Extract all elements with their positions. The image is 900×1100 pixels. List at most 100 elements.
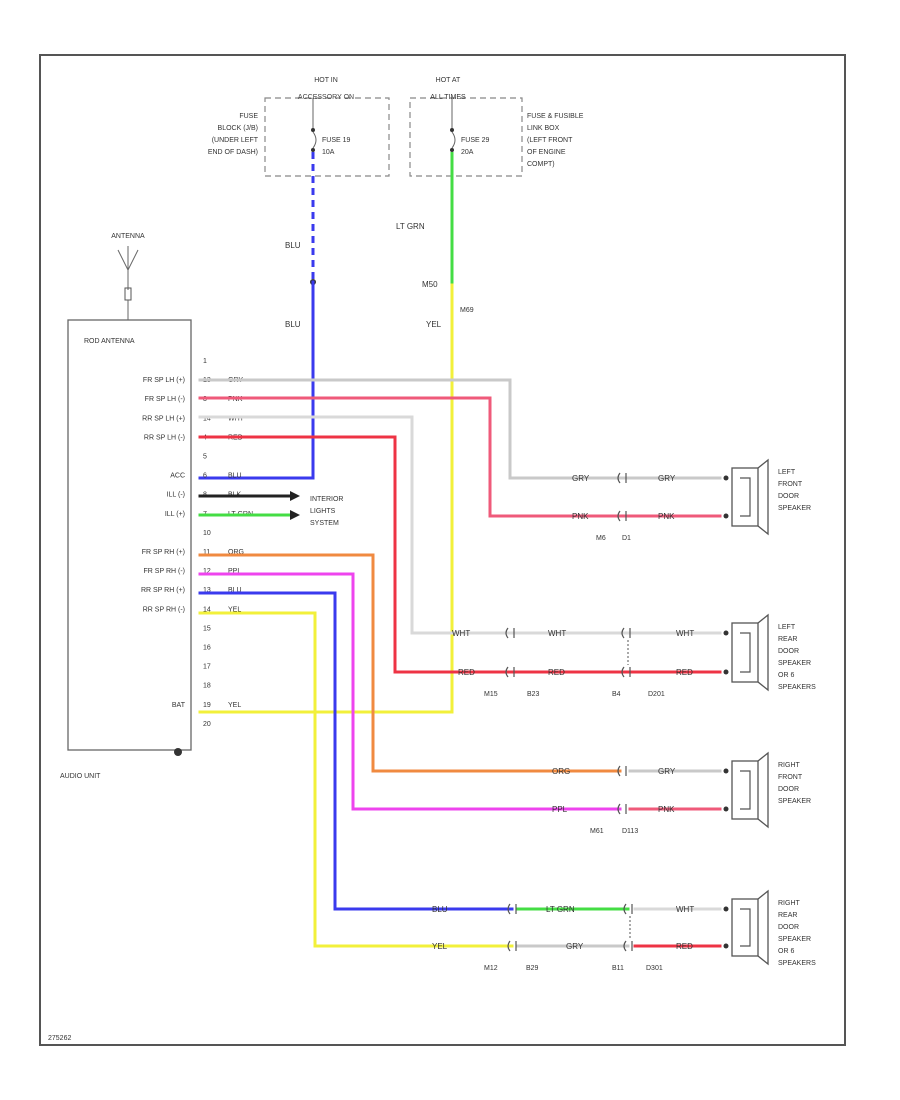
wire-gry-lf (198, 378, 722, 480)
conn-m12: M12 (484, 965, 498, 972)
connector-icon (623, 940, 627, 952)
speaker-coil-icon (740, 908, 751, 947)
pin-number: 18 (203, 683, 211, 690)
speaker-icon (731, 622, 759, 683)
audio-unit-box (67, 319, 192, 751)
speaker-name-line: SPEAKER (778, 798, 811, 805)
speaker-icon (731, 898, 759, 957)
fuse-location-right-3: (LEFT FRONT (527, 137, 573, 144)
pin-name: RR SP LH (+) (142, 415, 185, 422)
speaker-terminal (723, 943, 729, 949)
connector-icon (623, 903, 627, 915)
connector-icon (617, 803, 621, 815)
fuse-name-left: FUSE 19 (322, 137, 351, 144)
speaker-icon (731, 760, 759, 820)
pin-number: 16 (203, 645, 211, 652)
rr-wire2-label: YEL (432, 942, 448, 951)
pin-number: 3 (203, 396, 207, 403)
wire-wht-lr (198, 415, 722, 635)
pin-wire-color: YEL (228, 702, 241, 709)
pin-name: RR SP RH (-) (143, 606, 185, 613)
connector-icon (617, 472, 621, 484)
speaker-name-line: DOOR (778, 786, 799, 793)
wire-blu-rr (198, 591, 514, 911)
speaker-name-line: REAR (778, 636, 797, 643)
wire-label-lt-grn: LT GRN (396, 222, 425, 231)
pin-wire-color: YEL (228, 606, 241, 613)
speaker-cone-icon (757, 751, 769, 829)
speaker-name-line: RIGHT (778, 762, 801, 769)
lf-wire2-label: PNK (572, 512, 589, 521)
speaker-name-line: OR 6 (778, 948, 794, 955)
pin-number: 17 (203, 664, 211, 671)
connector-icon (507, 903, 511, 915)
conn-b23: B23 (527, 691, 540, 698)
fuse-location-left-4: END OF DASH) (208, 149, 258, 156)
fuse-rating-right: 20A (461, 149, 474, 156)
pin-number: 14 (203, 606, 211, 613)
connector-icon (617, 510, 621, 522)
pin-name: ILL (+) (165, 511, 185, 518)
interior-lights-3: SYSTEM (310, 520, 339, 527)
speaker-icon (731, 467, 759, 527)
lf-ra-label: GRY (658, 474, 676, 483)
speakers: LEFTFRONTDOORSPEAKERLEFTREARDOORSPEAKERO… (723, 458, 816, 967)
pin-name: RR SP RH (+) (141, 587, 185, 594)
pin-wire-color: BLU (228, 473, 242, 480)
pin-wire-color: BLU (228, 587, 242, 594)
pin-number: 11 (203, 549, 210, 556)
diagram-frame (39, 54, 846, 1046)
pin-number: 19 (203, 702, 211, 709)
pin-name: BAT (172, 702, 186, 709)
lr-pa-label: WHT (676, 629, 694, 638)
fuse-location-right-1: FUSE & FUSIBLE (527, 113, 584, 120)
rf-wire1-label: ORG (552, 767, 570, 776)
inline-connectors (505, 472, 633, 952)
conn-m61: M61 (590, 828, 604, 835)
fuse-19-icon (312, 131, 317, 149)
wire-pnk-lf (198, 396, 722, 518)
speaker-terminal (723, 768, 729, 774)
pin-wire-color: ORG (228, 549, 244, 556)
connector-m50: M50 (422, 280, 438, 289)
pin-name: ILL (-) (167, 492, 185, 499)
connector-icon (507, 940, 511, 952)
speaker-terminal (723, 906, 729, 912)
pin-number: 12 (203, 568, 211, 575)
pin-wire-color: PNK (228, 396, 243, 403)
connector-m69: M69 (460, 307, 474, 314)
fuse-name-right: FUSE 29 (461, 137, 490, 144)
wire-red-lr (198, 435, 722, 674)
fuse-location-left-3: (UNDER LEFT (212, 137, 259, 144)
interior-lights-1: INTERIOR (310, 496, 343, 503)
fuse-location-left-2: BLOCK (J/B) (218, 125, 258, 132)
hot-label-left-line1: HOT IN (314, 77, 338, 84)
speaker-name-line: LEFT (778, 469, 796, 476)
connector-icon (505, 666, 509, 678)
speaker-name-line: LEFT (778, 624, 796, 631)
speaker-terminal (723, 630, 729, 636)
connector-icon (505, 627, 509, 639)
rf-wire2-label: PPL (552, 805, 568, 814)
pin-name: FR SP LH (+) (143, 377, 185, 384)
rr-mb-label: GRY (566, 942, 584, 951)
pin-number: 5 (203, 454, 207, 461)
pin-name: FR SP LH (-) (145, 396, 185, 403)
speaker-name-line: DOOR (778, 493, 799, 500)
speaker-terminal (723, 806, 729, 812)
hot-label-right-line1: HOT AT (436, 77, 461, 84)
wire-ppl-rf (198, 572, 622, 811)
pin-number: 14 (203, 415, 211, 422)
lr-wire2-label: RED (458, 668, 475, 677)
conn-d301: D301 (646, 965, 663, 972)
antenna-icon: ANTENNA (111, 233, 145, 320)
wire-yel-rr (198, 611, 514, 948)
lr-rb-label: RED (548, 668, 565, 677)
speaker-coil-icon (740, 770, 751, 810)
wire-org-rf (198, 553, 622, 773)
speaker-name-line: OR 6 (778, 672, 794, 679)
speaker-name-line: REAR (778, 912, 797, 919)
pin-name: RR SP LH (-) (144, 434, 185, 441)
